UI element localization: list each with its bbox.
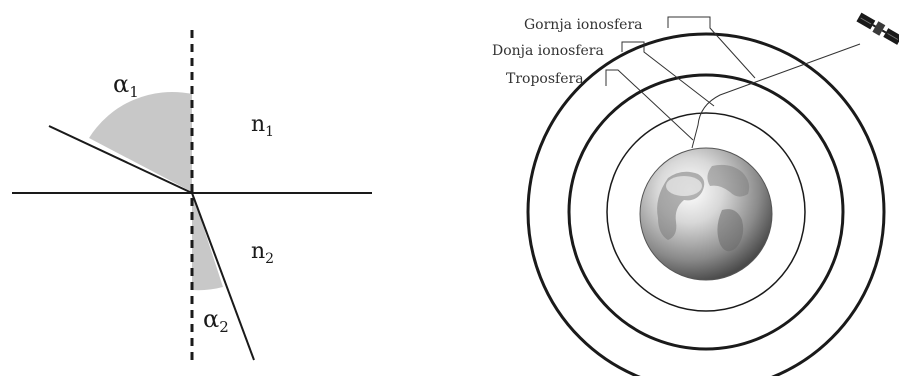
- label-n1-sub: 1: [265, 124, 274, 140]
- satellite-icon: [856, 12, 899, 45]
- lower-ionosphere-ring: [567, 73, 845, 351]
- atmosphere-diagram: Gornja ionosfera Donja ionosfera Troposf…: [492, 12, 899, 376]
- label-alpha1-symbol: α: [113, 70, 129, 98]
- label-lower-ionosphere: Donja ionosfera: [492, 43, 604, 59]
- leader-upper-ionosphere: [667, 16, 756, 79]
- label-alpha1: α1: [113, 70, 139, 101]
- label-n1-symbol: n: [251, 112, 265, 137]
- label-alpha2-symbol: α: [203, 305, 219, 333]
- label-troposphere: Troposfera: [506, 71, 584, 87]
- angle-alpha1-sector: [89, 91, 192, 192]
- upper-ionosphere-ring: [526, 32, 886, 376]
- label-alpha1-sub: 1: [129, 83, 139, 101]
- label-n2: n2: [251, 239, 274, 267]
- refraction-diagram: α1 n1 n2 α2: [12, 30, 372, 362]
- refracted-ray: [191, 192, 255, 361]
- incident-ray: [48, 125, 193, 194]
- label-alpha2: α2: [203, 305, 229, 336]
- earth-globe-icon: [639, 147, 773, 281]
- label-n2-symbol: n: [251, 239, 265, 264]
- label-upper-ionosphere: Gornja ionosfera: [524, 17, 643, 33]
- label-n2-sub: 2: [265, 251, 274, 267]
- troposphere-ring: [606, 112, 806, 312]
- signal-path: [691, 43, 861, 149]
- label-alpha2-sub: 2: [219, 318, 229, 336]
- leader-troposphere: [605, 69, 694, 141]
- label-n1: n1: [251, 112, 274, 140]
- leader-lower-ionosphere: [621, 41, 715, 107]
